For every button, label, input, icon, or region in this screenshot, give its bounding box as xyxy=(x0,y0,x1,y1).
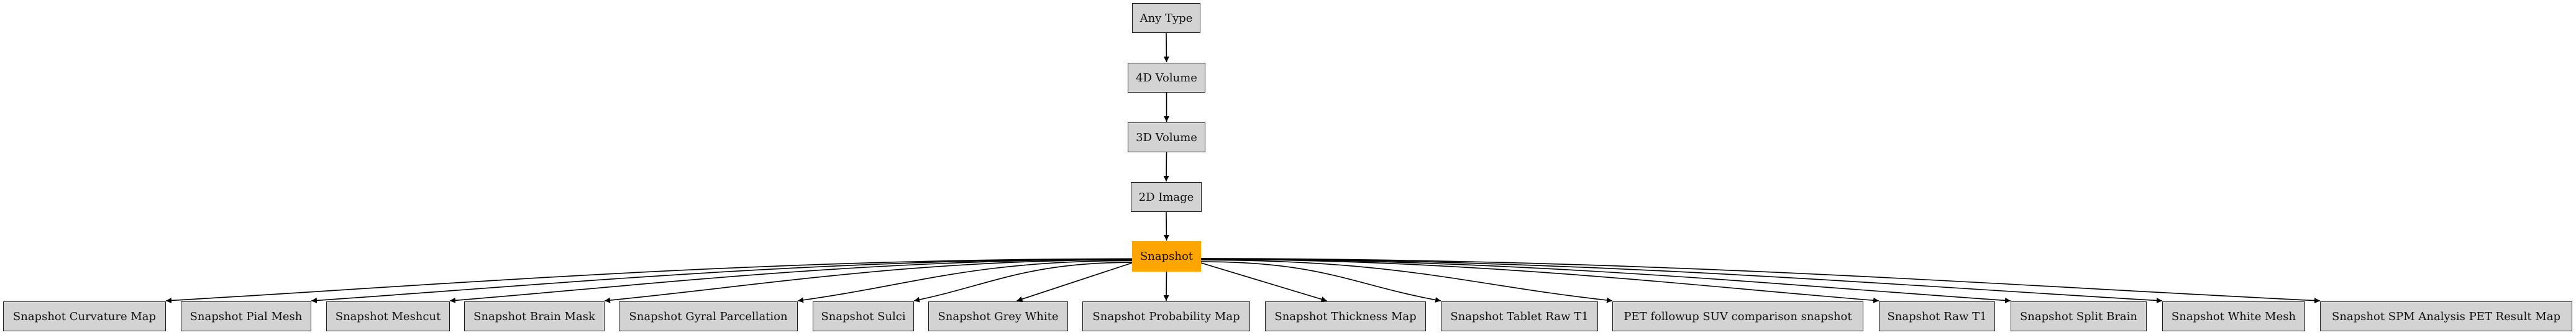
edge-snapshot-to-snapshot_pial_mesh xyxy=(311,258,1133,303)
node-label: Snapshot Tablet Raw T1 xyxy=(1450,310,1589,323)
edge-volume_3d-to-image_2d xyxy=(1163,152,1169,182)
node-label: Snapshot Probability Map xyxy=(1092,310,1240,323)
edge-snapshot-to-snapshot_raw_t1 xyxy=(1200,259,1879,303)
node-label: Any Type xyxy=(1140,11,1193,25)
edge-snapshot-to-snapshot_meshcut xyxy=(449,259,1133,303)
edge-image_2d-to-snapshot xyxy=(1163,211,1169,241)
edge-snapshot-to-pet_followup_suv_comparison_snapshot xyxy=(1200,259,1613,303)
node-snapshot-selected[interactable]: Snapshot xyxy=(1132,241,1201,272)
edge-snapshot-to-snapshot_grey_white xyxy=(1016,262,1133,302)
node-snapshot-brain-mask[interactable]: Snapshot Brain Mask xyxy=(464,301,605,331)
node-snapshot-probability-map[interactable]: Snapshot Probability Map xyxy=(1082,301,1250,331)
edge-snapshot-to-snapshot_curvature_map xyxy=(165,258,1133,303)
node-snapshot-raw-t1[interactable]: Snapshot Raw T1 xyxy=(1879,301,1995,331)
node-2d-image[interactable]: 2D Image xyxy=(1131,182,1202,212)
edge-any_type-to-volume_4d xyxy=(1163,32,1169,63)
node-snapshot-pial-mesh[interactable]: Snapshot Pial Mesh xyxy=(181,301,311,331)
edge-snapshot-to-snapshot_split_brain xyxy=(1200,258,2011,303)
node-label: Snapshot Sulci xyxy=(821,310,906,323)
edge-snapshot-to-snapshot_thickness_map xyxy=(1200,262,1327,302)
node-label: Snapshot Grey White xyxy=(938,310,1059,323)
edge-snapshot-to-snapshot_spm_analysis_pet_result_map xyxy=(1200,258,2321,304)
node-label: 3D Volume xyxy=(1136,131,1197,144)
node-label: 2D Image xyxy=(1138,190,1194,204)
node-snapshot-split-brain[interactable]: Snapshot Split Brain xyxy=(2011,301,2147,331)
node-any-type[interactable]: Any Type xyxy=(1132,3,1200,33)
node-snapshot-gyral-parcellation[interactable]: Snapshot Gyral Parcellation xyxy=(619,301,798,331)
node-label: PET followup SUV comparison snapshot xyxy=(1624,310,1852,323)
node-4d-volume[interactable]: 4D Volume xyxy=(1128,63,1205,93)
node-label: Snapshot White Mesh xyxy=(2171,310,2296,323)
node-label: Snapshot Curvature Map xyxy=(12,310,157,323)
node-snapshot-spm-analysis-pet-result-map[interactable]: Snapshot SPM Analysis PET Result Map xyxy=(2320,301,2572,331)
node-label: Snapshot Thickness Map xyxy=(1274,310,1417,323)
edge-snapshot-to-snapshot_brain_mask xyxy=(604,259,1133,303)
node-3d-volume[interactable]: 3D Volume xyxy=(1128,122,1205,152)
node-label: Snapshot Meshcut xyxy=(335,310,441,323)
node-snapshot-white-mesh[interactable]: Snapshot White Mesh xyxy=(2162,301,2305,331)
node-label: 4D Volume xyxy=(1136,71,1197,85)
node-label: Snapshot Brain Mask xyxy=(473,310,595,323)
node-label: Snapshot xyxy=(1140,250,1194,263)
node-snapshot-thickness-map[interactable]: Snapshot Thickness Map xyxy=(1265,301,1426,331)
node-snapshot-meshcut[interactable]: Snapshot Meshcut xyxy=(326,301,450,331)
node-label: Snapshot Gyral Parcellation xyxy=(629,310,788,323)
node-snapshot-grey-white[interactable]: Snapshot Grey White xyxy=(928,301,1068,331)
node-snapshot-tablet-raw-t1[interactable]: Snapshot Tablet Raw T1 xyxy=(1441,301,1598,331)
edge-snapshot-to-snapshot_tablet_raw_t1 xyxy=(1200,261,1441,303)
node-label: Snapshot Split Brain xyxy=(2019,310,2138,323)
node-snapshot-sulci[interactable]: Snapshot Sulci xyxy=(813,301,914,331)
node-pet-followup-suv-comparison-snapshot[interactable]: PET followup SUV comparison snapshot xyxy=(1612,301,1863,331)
node-label: Snapshot Raw T1 xyxy=(1887,310,1987,323)
node-snapshot-curvature-map[interactable]: Snapshot Curvature Map xyxy=(3,301,166,331)
edge-snapshot-to-snapshot_white_mesh xyxy=(1200,258,2163,303)
edge-snapshot-to-snapshot_gyral_parcellation xyxy=(797,260,1133,303)
edge-snapshot-to-snapshot_probability_map xyxy=(1163,271,1169,301)
edge-snapshot-to-snapshot_sulci xyxy=(913,262,1133,303)
node-label: Snapshot SPM Analysis PET Result Map xyxy=(2331,310,2560,323)
node-label: Snapshot Pial Mesh xyxy=(190,310,303,323)
